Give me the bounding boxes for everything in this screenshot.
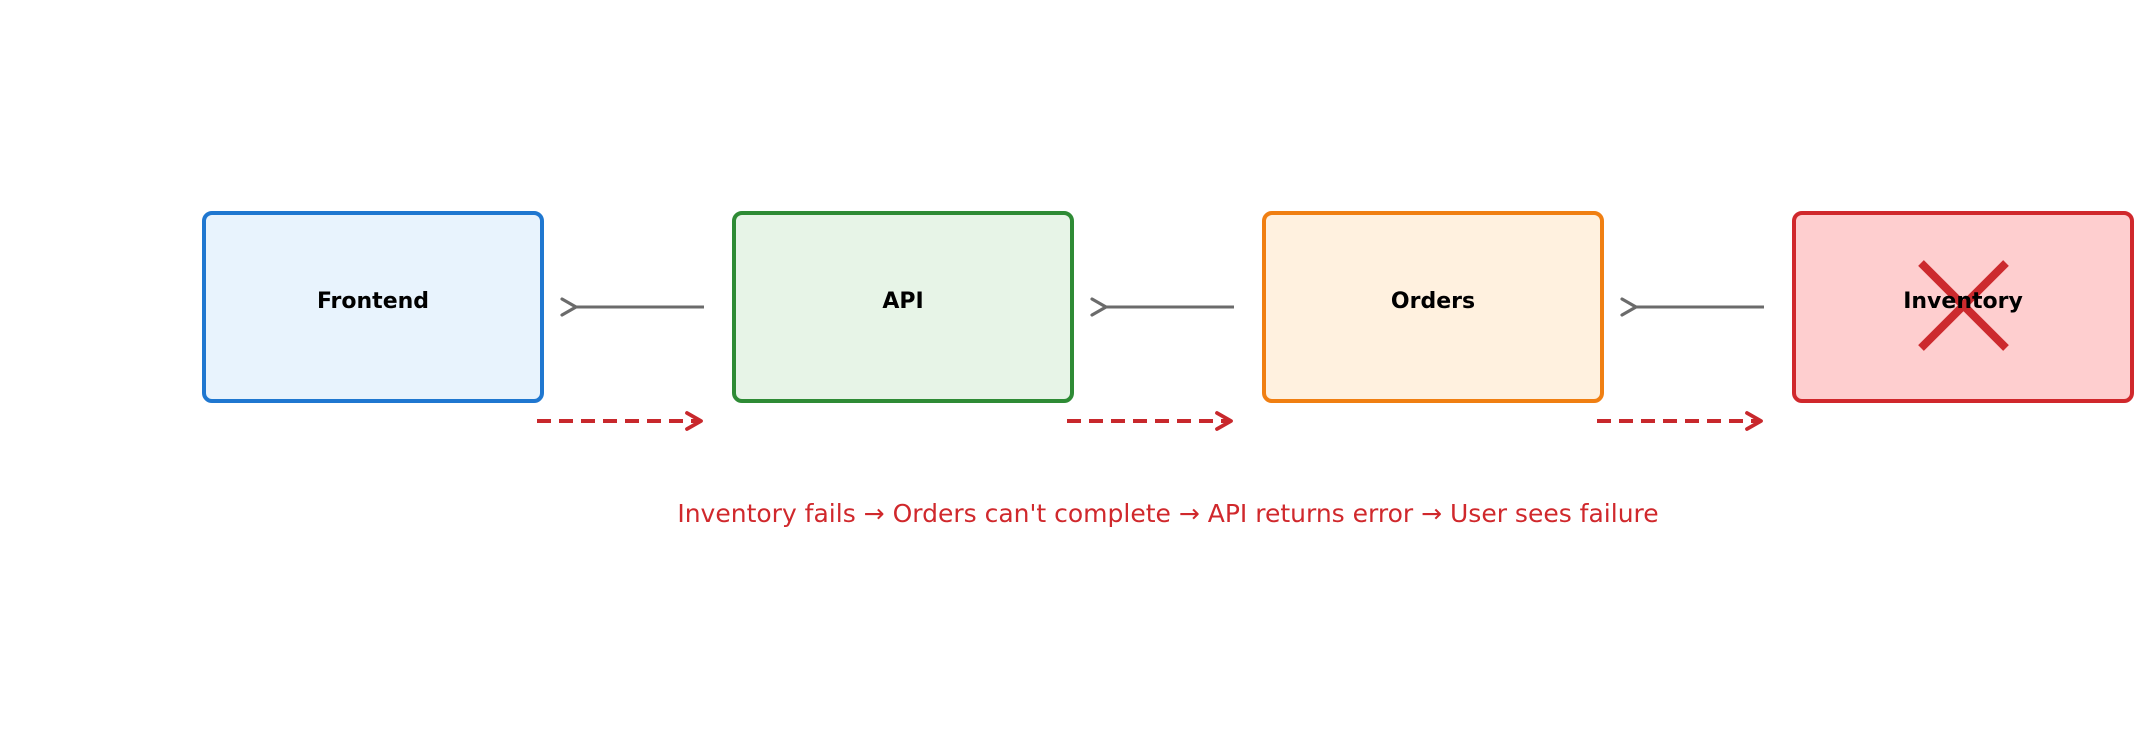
- node-api: API: [732, 211, 1074, 403]
- node-inventory-label: Inventory: [1903, 289, 2023, 314]
- failure-x-icon: [1918, 260, 2009, 351]
- node-orders: Orders: [1262, 211, 1604, 403]
- node-frontend-label: Frontend: [317, 289, 429, 314]
- node-inventory: Inventory: [1792, 211, 2134, 403]
- node-frontend-box: [202, 211, 544, 403]
- node-api-box: [732, 211, 1074, 403]
- failure-x-stroke-b: [1918, 260, 2009, 351]
- node-api-label: API: [882, 289, 923, 314]
- failure-cascade-caption: Inventory fails → Orders can't complete …: [677, 499, 1658, 528]
- node-orders-box: [1262, 211, 1604, 403]
- node-frontend: Frontend: [202, 211, 544, 403]
- node-orders-label: Orders: [1391, 289, 1475, 314]
